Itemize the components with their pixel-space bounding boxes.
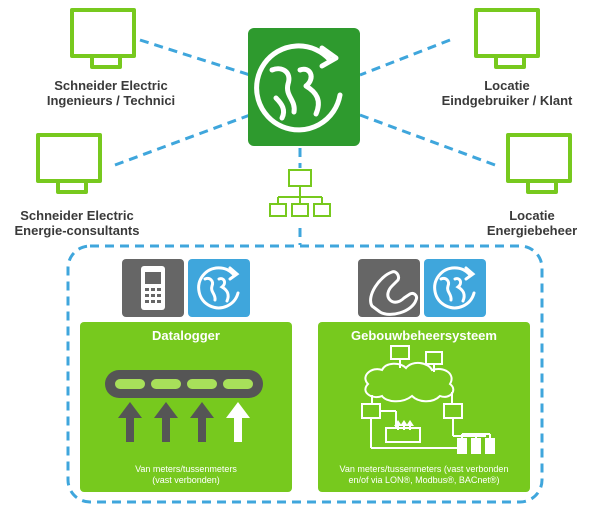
datalogger-title: Datalogger: [152, 328, 220, 343]
arrow-up-icon: [226, 402, 250, 442]
caption-line: (vast verbonden): [152, 475, 220, 485]
telephone-icon: [369, 270, 418, 316]
label-line: Locatie: [509, 208, 555, 223]
datalogger-device: [105, 370, 263, 398]
input-arrows: [118, 402, 250, 442]
label-consultants: Schneider Electric Energie-consultants: [8, 208, 146, 238]
connector-lines: [66, 38, 544, 504]
globe-icon: [433, 266, 476, 310]
monitor-icon: [70, 8, 136, 69]
line-mid-left: [114, 113, 251, 167]
caption-line: Van meters/tussenmeters (vast verbonden: [339, 464, 509, 474]
site-boundary: [66, 244, 544, 504]
arrow-up-icon: [118, 402, 142, 442]
label-energy-management: Locatie Energiebeheer: [470, 208, 594, 238]
line-mid-right: [359, 113, 496, 167]
label-line: Ingenieurs / Technici: [46, 93, 176, 108]
gbs-title: Gebouwbeheersysteem: [351, 328, 497, 343]
datalogger-caption: Van meters/tussenmeters (vast verbonden): [80, 464, 292, 486]
label-line: Schneider Electric: [54, 78, 168, 93]
monitor-icon: [474, 8, 540, 69]
globe-icon: [254, 43, 343, 133]
meters: [457, 433, 495, 458]
globe-tile-gbs: [424, 259, 486, 317]
globe-icon: [197, 266, 240, 310]
label-line: Locatie: [484, 78, 530, 93]
line-top-right: [359, 38, 451, 77]
label-engineers: Schneider Electric Ingenieurs / Technici: [36, 78, 186, 108]
globe-tile-datalogger: [188, 259, 250, 317]
label-line: Energiebeheer: [486, 223, 578, 238]
cloud-icon: [364, 362, 455, 403]
monitor-icons: [36, 8, 572, 194]
arrow-up-icon: [154, 402, 178, 442]
line-top-left: [139, 38, 251, 77]
gbs-caption: Van meters/tussenmeters (vast verbonden …: [318, 464, 530, 486]
monitor-icon: [36, 133, 102, 194]
arrow-up-icon: [190, 402, 214, 442]
phone-tile: [122, 259, 184, 317]
network-icon: [269, 169, 331, 217]
caption-line: Van meters/tussenmeters: [135, 464, 237, 474]
mobile-phone-icon: [141, 266, 165, 310]
label-line: Schneider Electric: [20, 208, 134, 223]
label-line: Eindgebruiker / Klant: [441, 93, 573, 108]
small-arrows: [394, 420, 414, 430]
caption-line: en/of via LON®, Modbus®, BACnet®): [348, 475, 500, 485]
label-end-user: Locatie Eindgebruiker / Klant: [425, 78, 589, 108]
telephone-tile: [358, 259, 420, 317]
datalogger-panel: [80, 322, 292, 492]
globe-hub: [248, 28, 360, 146]
gbs-schematic: [361, 345, 486, 449]
monitor-icon: [506, 133, 572, 194]
label-line: Energie-consultants: [14, 223, 140, 238]
